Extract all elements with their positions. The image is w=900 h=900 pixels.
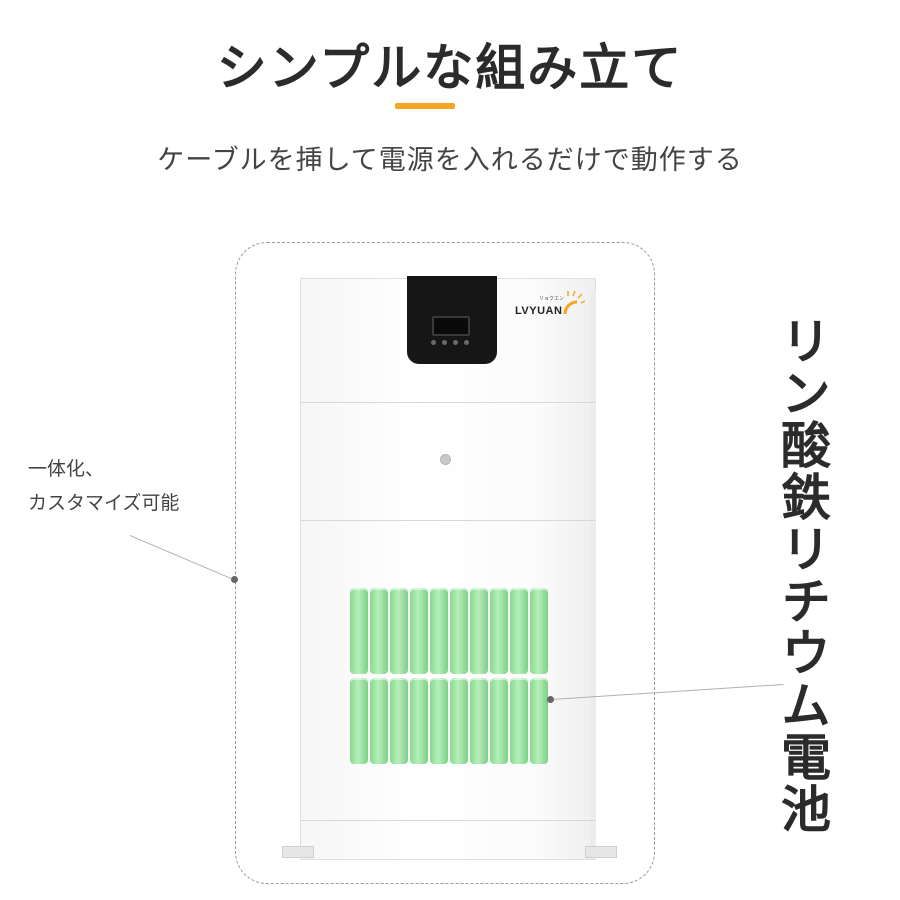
battery-cell [350,678,368,764]
control-buttons [431,340,469,345]
battery-cell [350,588,368,674]
control-button [442,340,447,345]
unit-seam-middle [300,520,596,521]
battery-cell [530,678,548,764]
sun-icon [563,290,585,315]
battery-cell [510,678,528,764]
title-accent-bar [395,103,455,109]
battery-cell [410,678,428,764]
battery-cells-top-row [350,588,550,674]
integration-caption-line2: カスタマイズ可能 [28,492,180,514]
control-button [453,340,458,345]
right-leader-dot [547,696,554,703]
product-frame [235,242,655,884]
brand-name: LVYUAN [515,305,563,317]
control-button [431,340,436,345]
battery-cells-bottom-row [350,678,550,764]
left-leader-line [129,535,232,579]
battery-cell [450,678,468,764]
battery-cell [430,588,448,674]
battery-cell [490,678,508,764]
inverter-display-panel [407,276,497,364]
page-subtitle: ケーブルを挿して電源を入れるだけで動作する [157,145,743,176]
status-indicator-light [440,454,451,465]
battery-cell [530,588,548,674]
battery-cell [430,678,448,764]
mounting-foot-right [585,846,617,858]
battery-cell [410,588,428,674]
brand-kana: リョクエン [539,296,565,302]
battery-cell [450,588,468,674]
mounting-foot-left [282,846,314,858]
battery-cell [470,588,488,674]
battery-unit-side-panel [590,290,596,850]
battery-cell [490,588,508,674]
left-leader-dot [231,576,238,583]
integration-caption: 一体化、 カスタマイズ可能 [28,452,179,520]
battery-type-label: リン酸鉄リチウム電池 [773,315,831,835]
battery-cell [370,678,388,764]
integration-caption-line1: 一体化、 [28,458,105,480]
battery-cell [390,588,408,674]
battery-cell [470,678,488,764]
unit-seam-upper [300,402,596,403]
brand-logo: リョクエン LVYUAN [515,288,585,324]
lcd-screen [432,316,470,336]
battery-cell [510,588,528,674]
battery-unit-body [300,278,596,860]
page-title: シンプルな組み立て [216,39,684,97]
battery-cell [390,678,408,764]
unit-seam-lower [300,820,596,821]
control-button [464,340,469,345]
battery-cell [370,588,388,674]
